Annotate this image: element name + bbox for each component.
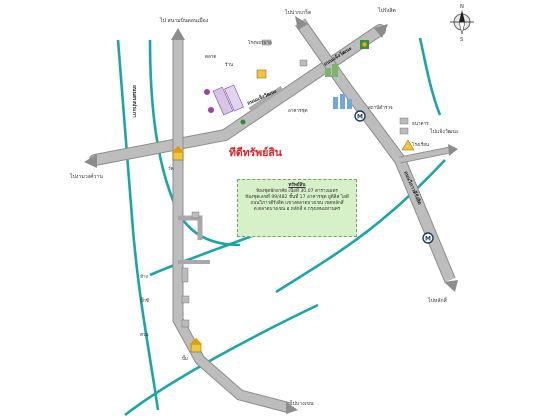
- canal-middle: [149, 234, 253, 277]
- arrow-top-right: [374, 24, 388, 38]
- canal-bottom: [124, 303, 319, 417]
- sign-icon: [401, 139, 415, 151]
- roads: [89, 18, 456, 414]
- canal-loop: [148, 39, 241, 247]
- arrow-top-left: [171, 28, 185, 40]
- place-label: ปั๊ม: [182, 355, 188, 362]
- direction-bottom: ไปบางเขน: [289, 399, 314, 407]
- pin-icon: [360, 40, 369, 49]
- direction-bottom-right: ไปหลักสี่: [427, 296, 448, 304]
- svg-text:M: M: [425, 236, 431, 243]
- metro-icon: M: [354, 110, 366, 122]
- building-icon: [333, 94, 352, 109]
- road-arrows: [84, 16, 458, 414]
- place-label: โรงเรียน: [412, 141, 430, 148]
- place-label: ร้าน: [225, 62, 234, 68]
- direction-top-left: ไป สนามบินดอนเมือง: [159, 16, 209, 24]
- info-line: ห้องชุดเลขที่ 99/482 ชั้นที่ 17 อาคารชุด…: [245, 195, 349, 200]
- arrow-top: [295, 16, 308, 30]
- place-label: อาคารชุด: [288, 108, 308, 114]
- place-label: โรงพยาบาล: [248, 39, 272, 46]
- place-label: ห้าง: [140, 274, 148, 280]
- property-marker: [204, 84, 246, 125]
- svg-text:S: S: [460, 37, 463, 43]
- temple-icon: [190, 338, 202, 353]
- canal-left: [116, 39, 160, 411]
- svg-text:M: M: [357, 114, 363, 121]
- direction-top-right: ไปรังสิต: [377, 6, 396, 14]
- info-line: ต.ตลาดบางเขน อ.หลักสี่ จ.กรุงเทพมหานคร: [253, 207, 341, 212]
- direction-top: ไปปากเกร็ด: [284, 8, 311, 16]
- property-info-box: ทรัพย์สิน ห้องชุดพักอาศัย เนื้อที่ 30.07…: [237, 179, 357, 237]
- place-label: สถานีตำรวจ: [368, 104, 393, 111]
- direction-right: ไปแจ้งวัฒนะ: [429, 127, 459, 135]
- svg-text:N: N: [460, 4, 464, 10]
- arrow-bottom: [286, 402, 298, 414]
- highlight-label: ทีดีทรัพย์สิน: [229, 147, 282, 159]
- canal-top-right: [418, 37, 442, 116]
- info-title: ทรัพย์สิน: [288, 183, 306, 188]
- direction-left: ไปงามวงศ์วาน: [69, 172, 103, 180]
- landmarks: M M: [172, 39, 434, 353]
- place-label: บิ๊กซี: [140, 297, 149, 304]
- compass-icon: N S: [450, 4, 474, 43]
- canals: [116, 37, 446, 417]
- small-building-icon: [181, 39, 409, 328]
- arrow-right-bottom: [444, 280, 458, 292]
- arrow-left: [84, 154, 97, 168]
- place-label: ตลาด: [205, 55, 216, 60]
- shop-icon: [256, 69, 267, 79]
- info-line: ถนนวิภาวดีรังสิต แขวงตลาดบางเขน เขตหลักส…: [250, 201, 344, 206]
- temple-icon: [172, 146, 184, 161]
- building-icon: [325, 64, 338, 77]
- road-label-vertical: ถนนสรงประภา: [131, 85, 138, 118]
- place-label: วัด: [168, 165, 174, 172]
- canal-right-diag: [275, 159, 446, 294]
- place-label: ธนาคาร: [412, 121, 429, 127]
- place-label: สวน: [140, 332, 149, 338]
- arrow-right: [448, 144, 458, 156]
- metro-icon: M: [422, 232, 434, 244]
- place-labels: ตลาด โรงพยาบาล ร้าน อาคารชุด วัด สถานีตำ…: [140, 39, 430, 362]
- info-line: ห้องชุดพักอาศัย เนื้อที่ 30.07 ตารางเมตร: [256, 189, 338, 194]
